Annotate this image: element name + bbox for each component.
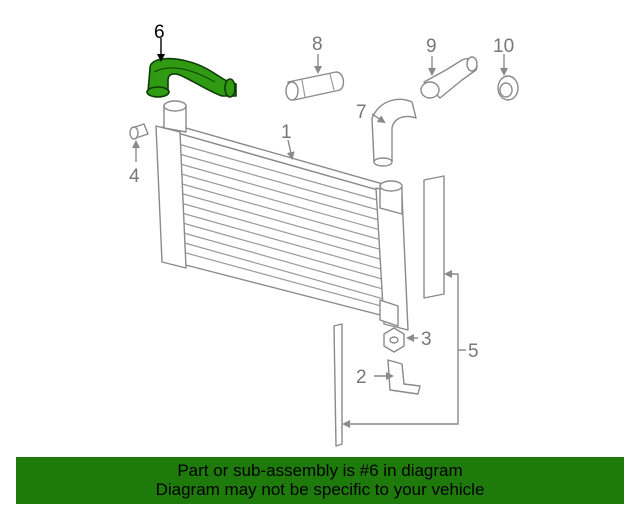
bracket-part-2[interactable] — [387, 359, 421, 395]
callout-1[interactable]: 1 — [281, 122, 292, 143]
intercooler-hose-highlighted[interactable] — [146, 57, 237, 98]
coupler-part-10[interactable] — [497, 75, 519, 101]
callout-2[interactable]: 2 — [356, 367, 367, 388]
callout-5[interactable]: 5 — [468, 341, 479, 362]
callout-6[interactable]: 6 — [154, 22, 165, 43]
hose-part-9[interactable] — [420, 56, 478, 99]
coupler-small[interactable] — [129, 123, 149, 140]
cooling-fins — [163, 139, 393, 310]
air-deflector-part-5[interactable] — [333, 175, 445, 447]
intercooler-core[interactable] — [155, 100, 409, 331]
pipe-part-7[interactable] — [371, 98, 417, 167]
parts-diagram: 1 2 3 4 5 6 7 8 9 10 — [129, 22, 519, 447]
info-banner: Part or sub-assembly is #6 in diagram Di… — [16, 457, 624, 504]
leader-lines — [132, 38, 508, 428]
callout-8[interactable]: 8 — [312, 34, 323, 55]
callout-7[interactable]: 7 — [356, 102, 367, 123]
banner-line-part: Part or sub-assembly is #6 in diagram — [177, 461, 463, 480]
callout-10[interactable]: 10 — [493, 36, 514, 57]
callout-4[interactable]: 4 — [129, 166, 140, 187]
callout-9[interactable]: 9 — [426, 36, 437, 57]
callout-3[interactable]: 3 — [421, 329, 432, 350]
nut-part-3[interactable] — [383, 327, 405, 353]
hose-part-8[interactable] — [285, 71, 345, 101]
banner-line-disclaimer: Diagram may not be specific to your vehi… — [155, 480, 485, 499]
